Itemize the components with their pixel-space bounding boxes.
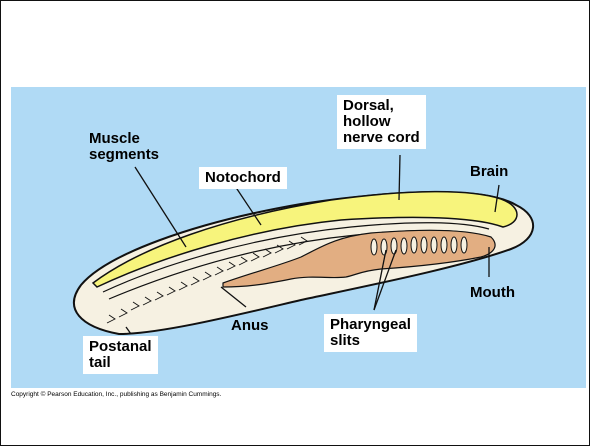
label-anus: Anus — [231, 318, 269, 334]
label-muscle-segments: Muscle segments — [89, 131, 159, 163]
label-notochord: Notochord — [199, 167, 287, 189]
chordate-diagram-panel: Dorsal, hollow nerve cord Muscle segment… — [11, 87, 586, 388]
copyright-notice: Copyright © Pearson Education, Inc., pub… — [11, 391, 221, 398]
label-postanal-tail: Postanal tail — [83, 336, 158, 374]
label-dorsal-hollow-nerve-cord: Dorsal, hollow nerve cord — [337, 95, 426, 149]
label-mouth: Mouth — [470, 285, 515, 301]
label-pharyngeal-slits: Pharyngeal slits — [324, 314, 417, 352]
label-brain: Brain — [470, 164, 508, 180]
